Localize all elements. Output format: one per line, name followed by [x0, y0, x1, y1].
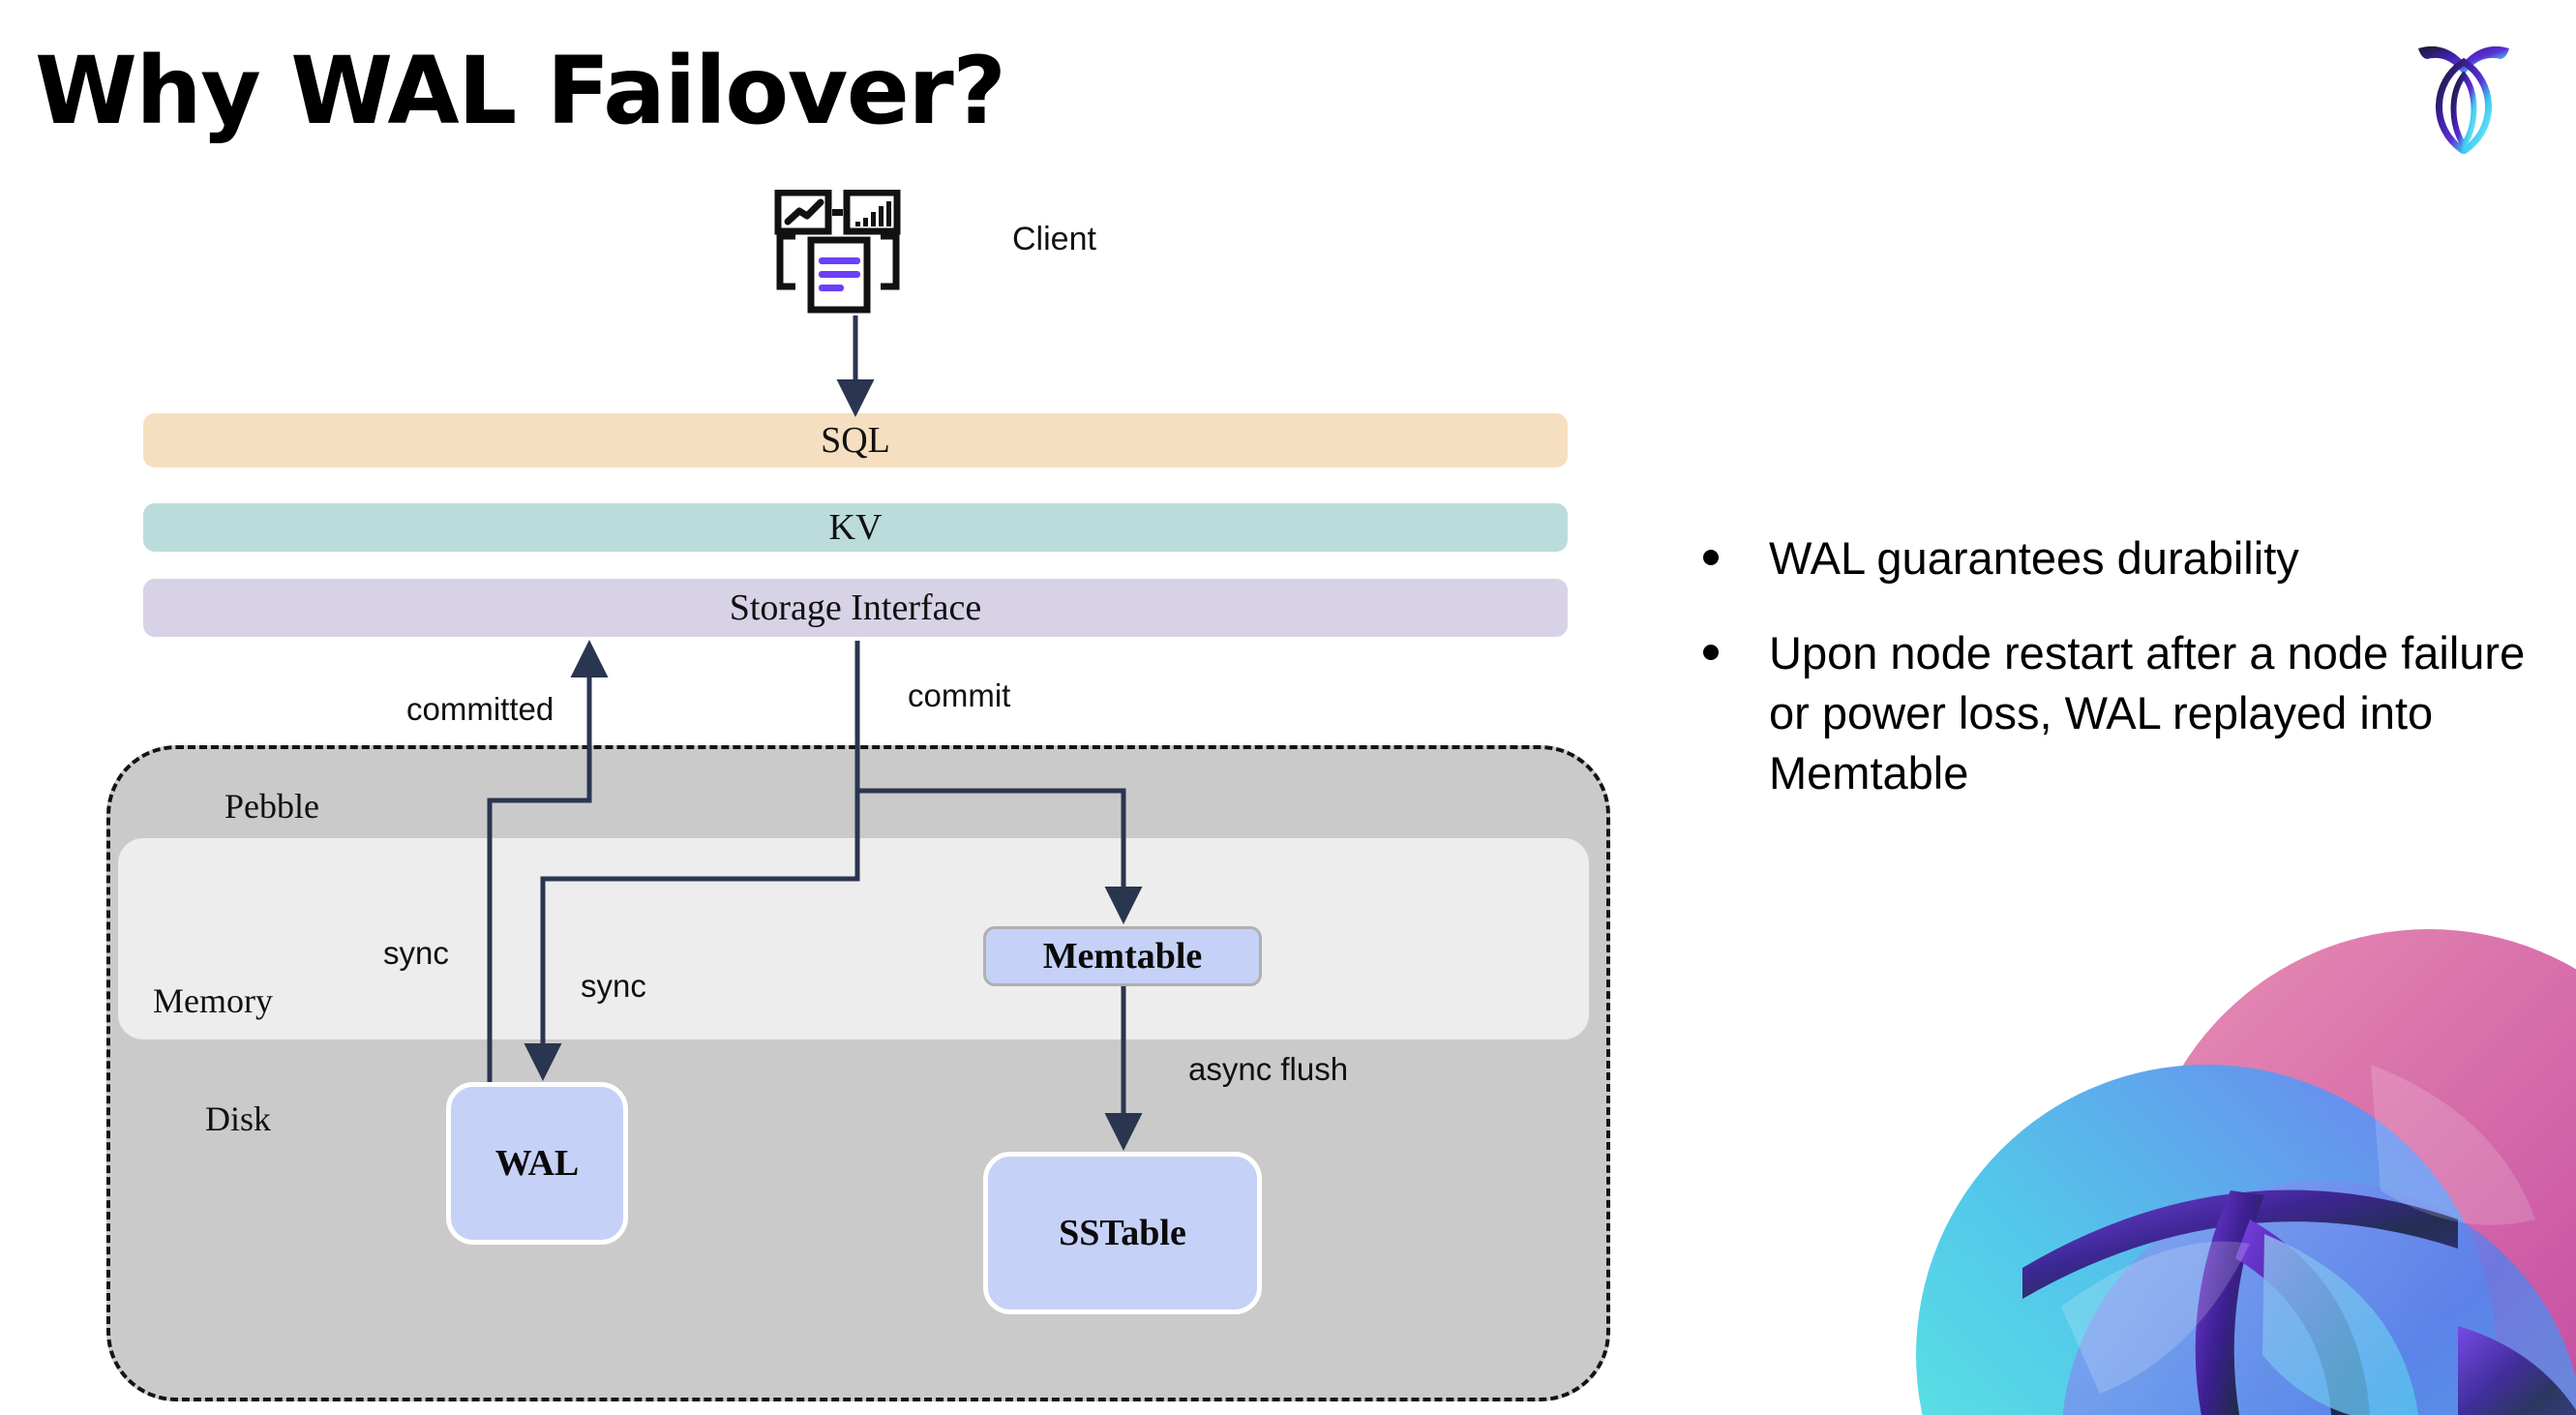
edge-label-commit: commit	[908, 677, 1011, 713]
node-label-wal: WAL	[494, 1143, 580, 1184]
edge-label-sync-left: sync	[383, 935, 449, 971]
list-item: WAL guarantees durability	[1703, 528, 2545, 588]
layer-label-storage-interface: Storage Interface	[729, 587, 982, 628]
list-item: Upon node restart after a node failure o…	[1703, 623, 2545, 803]
node-label-sstable: SSTable	[1059, 1213, 1186, 1253]
edge-label-async-flush: async flush	[1188, 1051, 1349, 1087]
cockroachdb-logo-watermark	[1916, 929, 2576, 1415]
client-terminal-icon	[774, 190, 901, 314]
bullet-text: WAL guarantees durability	[1769, 532, 2299, 584]
layer-bar-sql: SQL	[143, 413, 1568, 467]
edge-label-committed: committed	[406, 691, 554, 727]
bullet-dot-icon	[1703, 645, 1719, 661]
layer-label-sql: SQL	[821, 420, 890, 461]
node-sstable: SSTable	[983, 1152, 1262, 1314]
cockroachdb-logo	[2418, 45, 2509, 154]
layer-bar-kv: KV	[143, 503, 1568, 552]
node-wal: WAL	[446, 1082, 628, 1245]
bullet-dot-icon	[1703, 550, 1719, 565]
page-title: Why WAL Failover?	[35, 37, 1006, 145]
edge-label-sync-right: sync	[581, 968, 646, 1004]
layer-bar-storage-interface: Storage Interface	[143, 579, 1568, 637]
memory-label: Memory	[153, 981, 273, 1020]
node-memtable: Memtable	[983, 926, 1262, 986]
disk-label: Disk	[205, 1099, 272, 1138]
node-label-memtable: Memtable	[1042, 936, 1203, 977]
client-label: Client	[1012, 221, 1096, 257]
bullet-text: Upon node restart after a node failure o…	[1769, 627, 2526, 799]
memory-zone	[118, 838, 1589, 1039]
pebble-label: Pebble	[225, 787, 319, 826]
layer-label-kv: KV	[828, 507, 883, 548]
bullet-list: WAL guarantees durability Upon node rest…	[1703, 528, 2545, 838]
